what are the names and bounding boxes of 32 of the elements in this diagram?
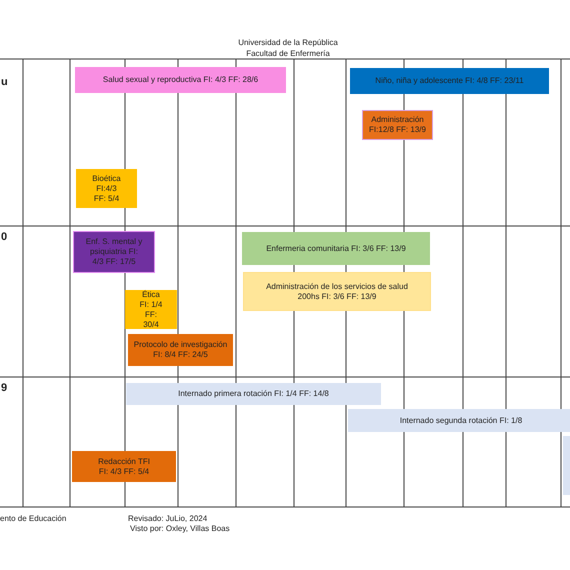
- task-bar: [348, 409, 570, 432]
- task-bar: [242, 232, 430, 265]
- task-label: Administración de los servicios de salud 200hs FI: 3/6 FF: 13/9: [265, 282, 409, 302]
- task-bar: [243, 272, 431, 311]
- task-bar: [350, 68, 549, 94]
- task-bar: [76, 169, 137, 208]
- task-bar: [128, 334, 233, 366]
- row-label: 9: [1, 382, 8, 394]
- task-label: Ética FI: 1/4 FF: 30/4: [138, 290, 164, 330]
- task-label: Protocolo de investigación FI: 8/4 FF: 24/5: [133, 340, 228, 360]
- task-bar: [72, 451, 176, 482]
- task-bar: [362, 110, 433, 140]
- task-label: Administración FI:12/8 FF: 13/9: [368, 115, 427, 135]
- row-label: 0: [1, 231, 8, 243]
- task-label: Internado primera rotación FI: 1/4 FF: 14/8: [178, 389, 329, 399]
- task-bar: [73, 231, 155, 273]
- task-label: Enf. S. mental y psiquiatria FI: 4/3 FF: 17/5: [84, 237, 144, 267]
- task-label: Redacción TFI FI: 4/3 FF: 5/4: [97, 456, 151, 476]
- footer-text: ento de Educación: [0, 514, 66, 524]
- row-label: u: [1, 76, 8, 88]
- header-text: Universidad de la República: [238, 38, 338, 48]
- task-bar: [75, 67, 286, 93]
- task-bar: [126, 383, 381, 405]
- footer-text: Revisado: JuLio, 2024: [128, 514, 208, 524]
- task-bar: [125, 290, 177, 329]
- task-label: Salud sexual y reproductiva FI: 4/3 FF: 28/6: [102, 75, 258, 85]
- task-label: Bioética FI:4/3 FF: 5/4: [91, 174, 122, 204]
- header-text: Facultad de Enfermería: [246, 49, 330, 59]
- task-label: Internado segunda rotación FI: 1/8: [400, 416, 522, 426]
- task-label: Niño, niña y adolescente FI: 4/8 FF: 23/11: [375, 76, 524, 86]
- task-label: Enfermeria comunitaria FI: 3/6 FF: 13/9: [266, 244, 406, 254]
- footer-text: Visto por: Oxley, Villas Boas: [130, 524, 230, 534]
